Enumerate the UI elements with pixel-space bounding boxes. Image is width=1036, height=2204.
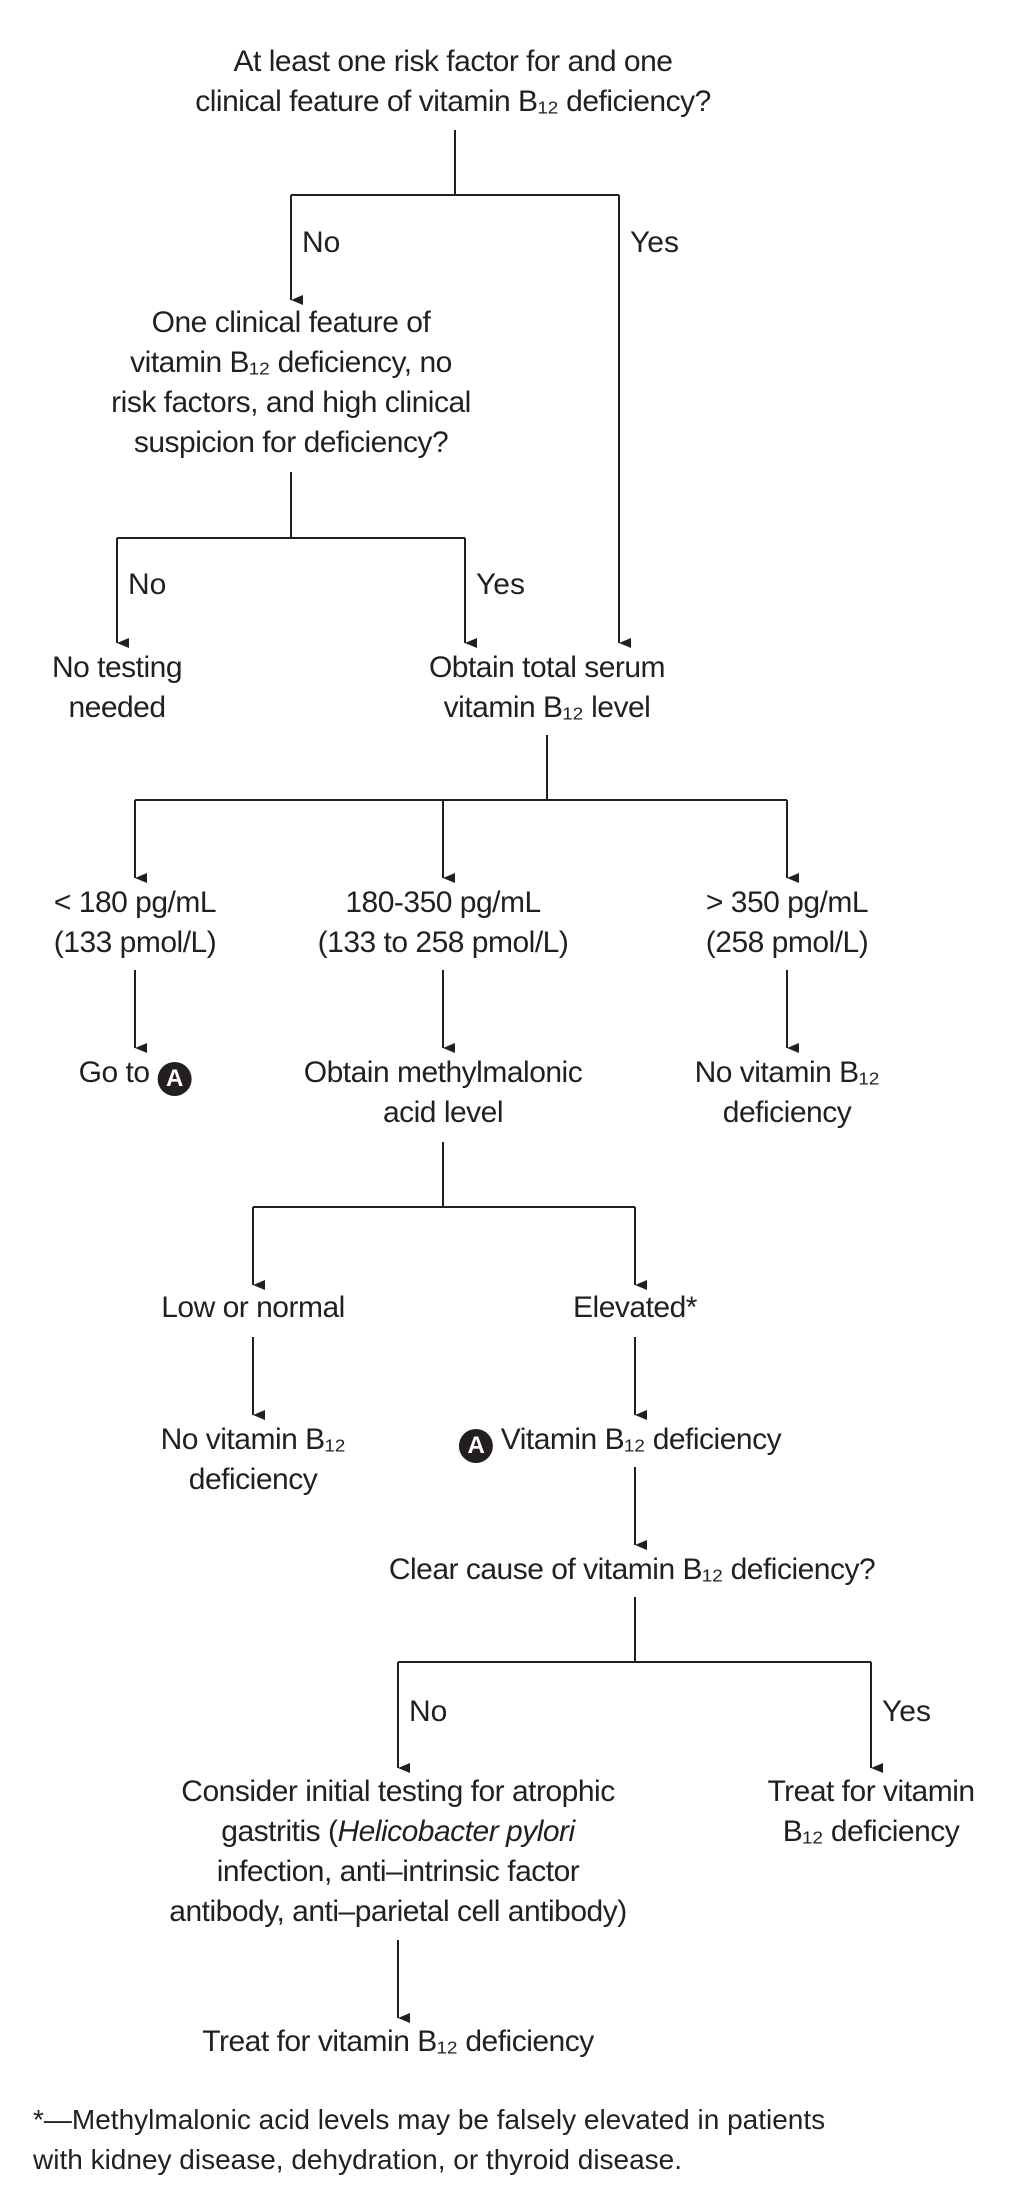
footnote-line: *—Methylmalonic acid levels may be false… — [33, 2104, 826, 2135]
branch-label-yes: Yes — [476, 568, 525, 601]
node-question-clear-cause: Clear cause of vitamin B₁₂ deficiency? — [388, 1553, 876, 1586]
node-text-line: (258 pmol/L) — [705, 926, 869, 959]
node-text-line: Consider initial testing for atrophic — [181, 1775, 615, 1808]
node-obtain-mma: Obtain methylmalonic acid level — [303, 1053, 583, 1133]
branch-label-no: No — [302, 226, 341, 259]
node-b12-deficiency: A Vitamin B₁₂ deficiency — [458, 1420, 782, 1463]
node-text-line: No testing — [51, 651, 183, 684]
node-text-line: vitamin B₁₂ level — [443, 691, 651, 724]
node-text-line: vitamin B₁₂ deficiency, no — [130, 346, 452, 379]
node-question-risk-and-feature: At least one risk factor for and one cli… — [195, 42, 711, 122]
node-text-line: needed — [68, 691, 166, 724]
node-text-line: clinical feature of vitamin B₁₂ deficien… — [195, 85, 711, 118]
node-text-line: < 180 pg/mL — [53, 886, 217, 919]
node-text-line: suspicion for deficiency? — [133, 426, 449, 459]
node-text-line: infection, anti–intrinsic factor — [216, 1855, 580, 1888]
footnote: *—Methylmalonic acid levels may be false… — [33, 2100, 1013, 2180]
node-text: Go to — [78, 1056, 150, 1089]
node-text-line: deficiency — [722, 1096, 852, 1129]
node-text-line: gastritis (Helicobacter pylori — [169, 1812, 626, 1852]
node-no-testing-needed: No testing needed — [51, 648, 183, 728]
node-text-line: No vitamin B₁₂ — [694, 1056, 880, 1089]
node-text-line: antibody, anti–parietal cell antibody) — [169, 1895, 627, 1928]
node-question-high-suspicion: One clinical feature of vitamin B₁₂ defi… — [111, 303, 471, 463]
footnote-line: with kidney disease, dehydration, or thy… — [33, 2144, 683, 2175]
node-text-line: No vitamin B₁₂ — [160, 1423, 346, 1456]
node-text-line: At least one risk factor for and one — [233, 45, 673, 78]
node-treat-deficiency-bottom: Treat for vitamin B₁₂ deficiency — [202, 2025, 594, 2058]
node-text: Vitamin B₁₂ deficiency — [500, 1423, 782, 1456]
organism-name: Helicobacter pylori — [337, 1815, 575, 1848]
marker-a-badge: A — [458, 1429, 493, 1463]
node-obtain-serum-b12: Obtain total serum vitamin B₁₂ level — [428, 648, 666, 728]
node-text-line: acid level — [382, 1096, 504, 1129]
node-mma-elevated: Elevated* — [573, 1291, 697, 1324]
node-text-line: deficiency — [188, 1463, 318, 1496]
branch-label-yes: Yes — [882, 1695, 931, 1728]
node-range-low: < 180 pg/mL (133 pmol/L) — [53, 883, 217, 963]
node-text-line: Obtain methylmalonic — [303, 1056, 583, 1089]
node-mma-low-normal: Low or normal — [161, 1291, 345, 1324]
node-treat-deficiency-right: Treat for vitamin B₁₂ deficiency — [767, 1772, 975, 1852]
node-range-mid: 180-350 pg/mL (133 to 258 pmol/L) — [318, 883, 569, 963]
branch-label-no: No — [409, 1695, 448, 1728]
node-no-deficiency-mma: No vitamin B₁₂ deficiency — [161, 1420, 346, 1500]
branch-label-no: No — [128, 568, 167, 601]
node-text-line: Treat for vitamin — [767, 1775, 975, 1808]
node-text-line: One clinical feature of — [151, 306, 431, 339]
node-text-line: 180-350 pg/mL — [345, 886, 541, 919]
node-text-line: Obtain total serum — [428, 651, 666, 684]
node-text-line: risk factors, and high clinical — [111, 386, 471, 419]
node-go-to-a: Go to A — [79, 1053, 192, 1096]
marker-a-badge: A — [157, 1062, 192, 1096]
node-text: gastritis ( — [221, 1815, 338, 1848]
node-text-line: B₁₂ deficiency — [782, 1815, 960, 1848]
node-text-line: (133 pmol/L) — [53, 926, 217, 959]
branch-label-yes: Yes — [630, 226, 679, 259]
node-range-high: > 350 pg/mL (258 pmol/L) — [705, 883, 869, 963]
node-no-deficiency-high: No vitamin B₁₂ deficiency — [695, 1053, 880, 1133]
node-text-line: (133 to 258 pmol/L) — [317, 926, 569, 959]
node-text-line: > 350 pg/mL — [705, 886, 869, 919]
node-consider-atrophic-gastritis-testing: Consider initial testing for atrophic ga… — [169, 1772, 627, 1932]
